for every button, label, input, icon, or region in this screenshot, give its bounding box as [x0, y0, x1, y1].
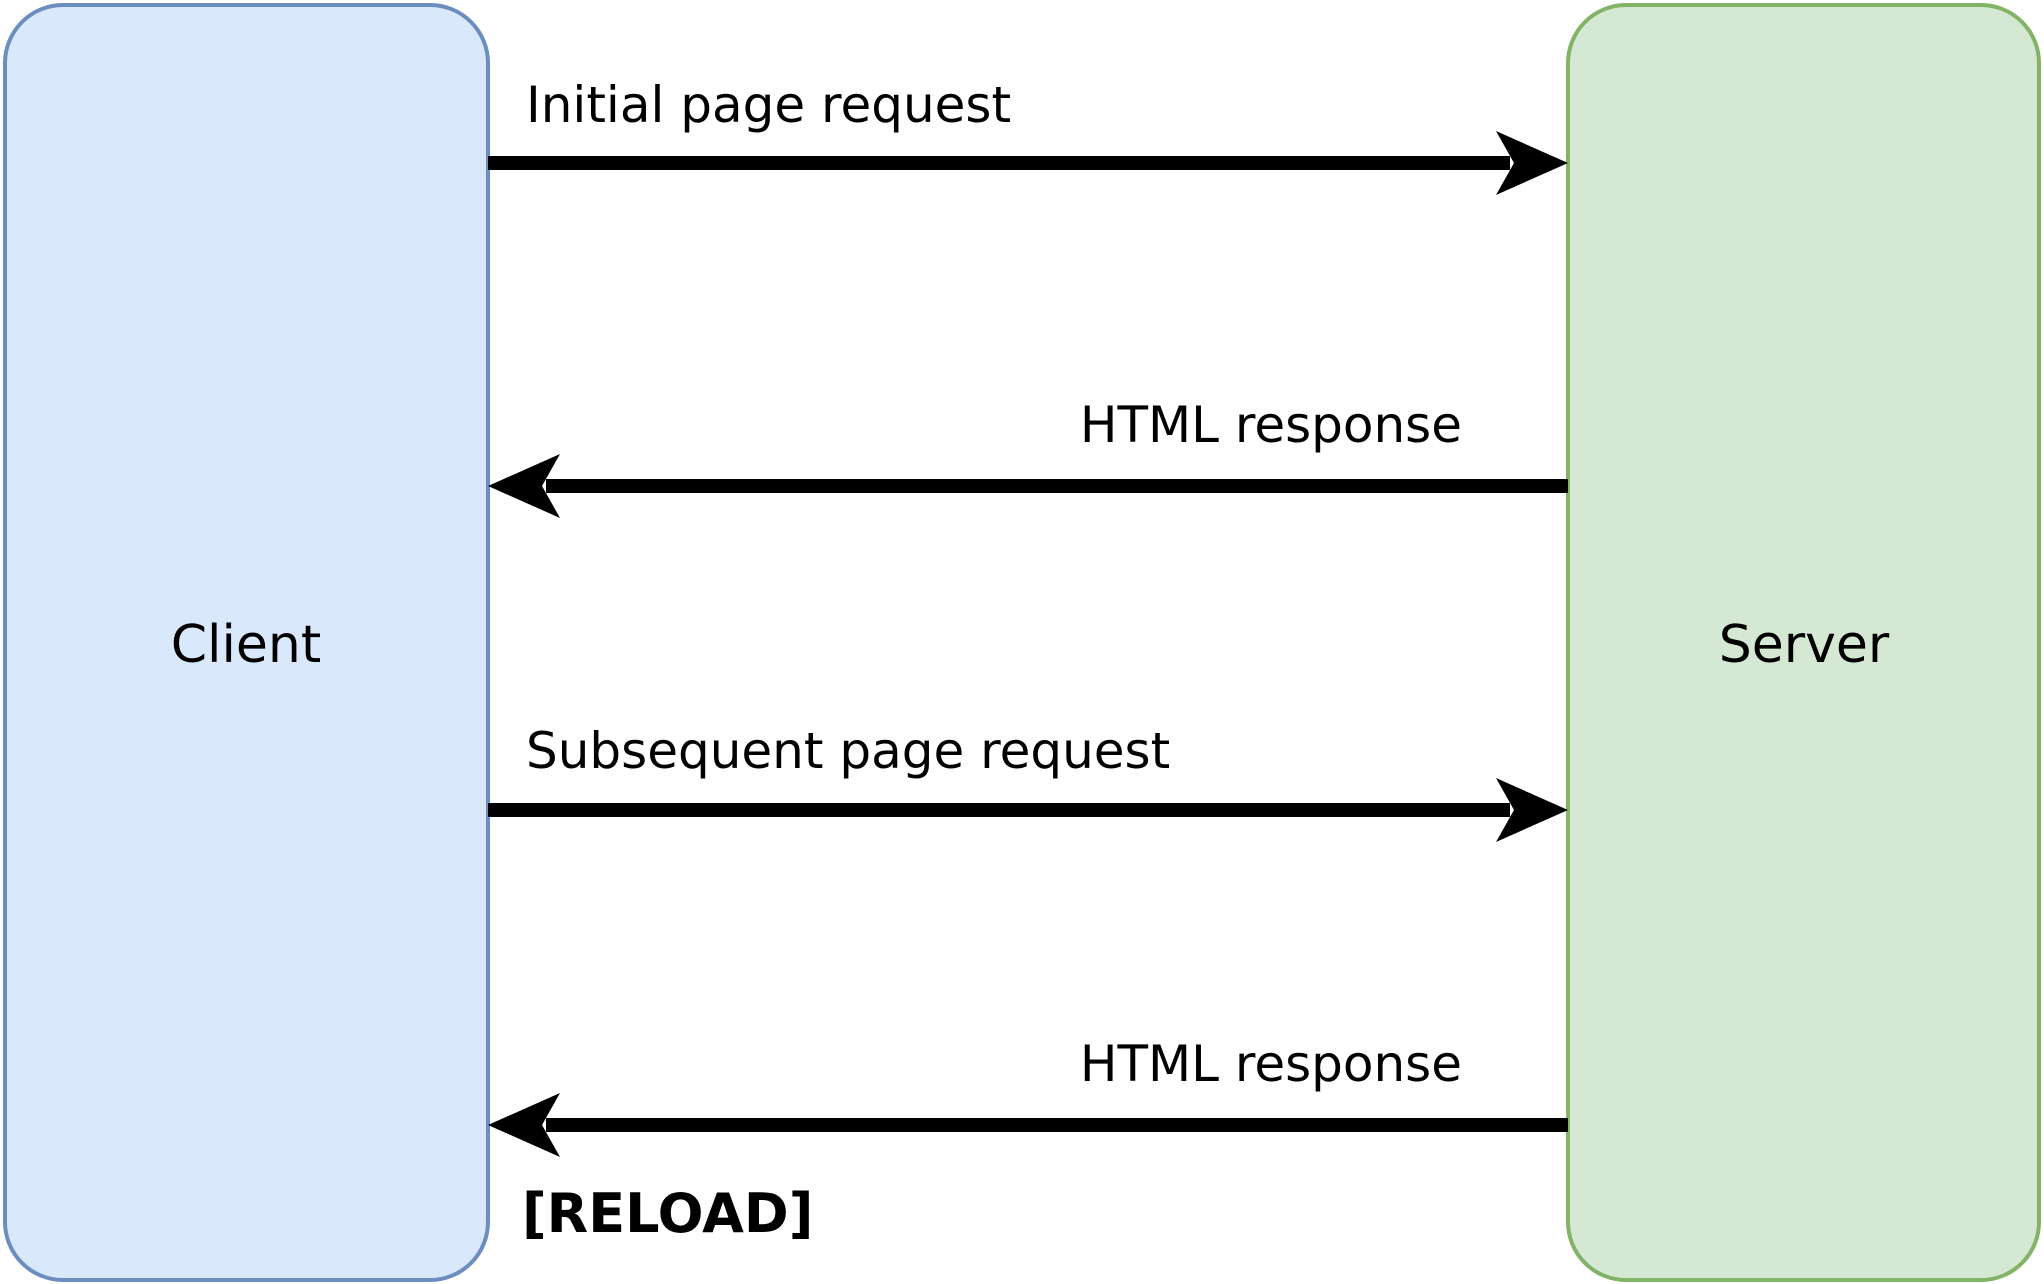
- message-label: Subsequent page request: [526, 722, 1170, 780]
- client-actor: Client: [3, 3, 490, 1282]
- message-arrow-3: Subsequent page request: [488, 722, 1568, 842]
- server-box: [1566, 3, 2041, 1282]
- message-label: HTML response: [1080, 1035, 1462, 1093]
- message-arrow-2: HTML response: [488, 396, 1568, 518]
- message-arrow-4: HTML response: [488, 1035, 1568, 1157]
- client-label: Client: [171, 615, 322, 675]
- arrow-head-left-icon: [488, 1093, 560, 1157]
- arrow-head-left-icon: [488, 454, 560, 518]
- client-box: [3, 3, 490, 1282]
- message-label: Initial page request: [526, 76, 1011, 134]
- arrow-head-right-icon: [1496, 778, 1568, 842]
- arrow-head-right-icon: [1496, 131, 1568, 195]
- message-label: HTML response: [1080, 396, 1462, 454]
- message-arrow-1: Initial page request: [488, 76, 1568, 195]
- reload-annotation: [RELOAD]: [522, 1182, 813, 1245]
- server-label: Server: [1719, 615, 1890, 675]
- server-actor: Server: [1566, 3, 2041, 1282]
